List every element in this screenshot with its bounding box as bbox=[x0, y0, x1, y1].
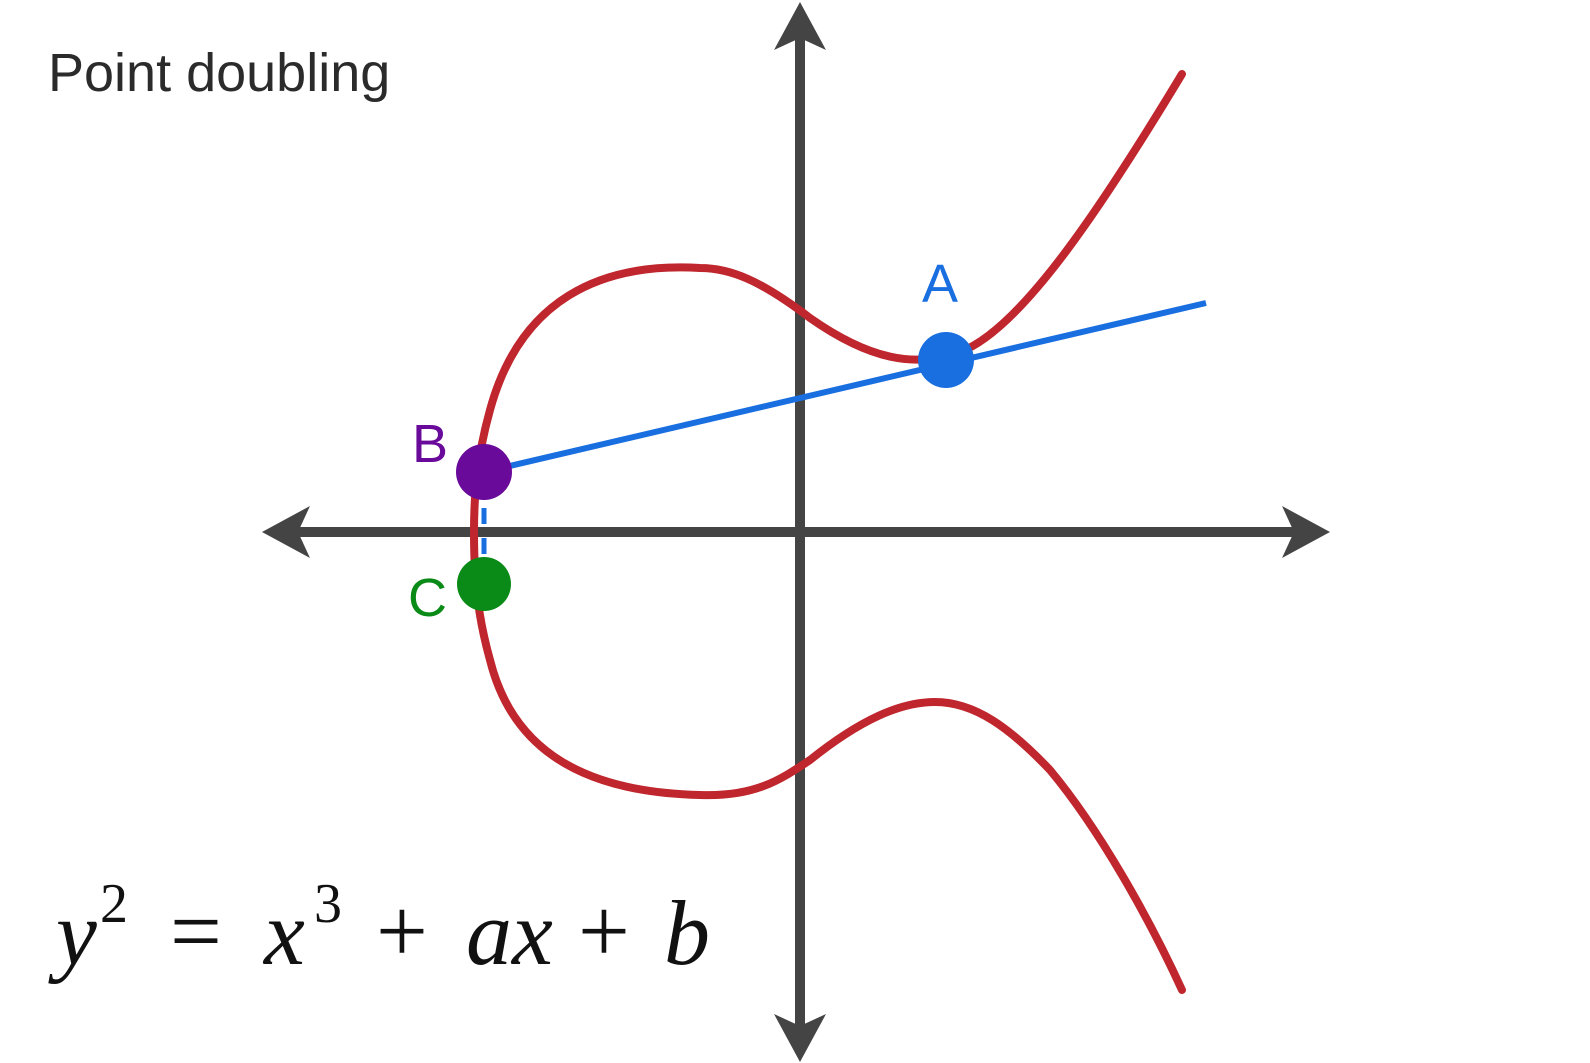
x-axis-right-arrow-icon bbox=[1282, 506, 1330, 558]
y-axis-bottom-arrow-icon bbox=[774, 1014, 826, 1062]
point-c-label: C bbox=[408, 568, 447, 628]
equation-term1-exponent: 3 bbox=[314, 873, 342, 935]
equation-lhs-exponent: 2 bbox=[100, 873, 128, 935]
point-c bbox=[457, 557, 511, 611]
diagram-title: Point doubling bbox=[48, 43, 391, 103]
equation-term1-base: x bbox=[262, 882, 305, 984]
equation-plus-2: + bbox=[578, 880, 630, 982]
point-a bbox=[918, 332, 974, 388]
equation-equals: = bbox=[170, 880, 222, 982]
y-axis-top-arrow-icon bbox=[774, 2, 826, 50]
tangent-line bbox=[483, 300, 1207, 475]
x-axis-left-arrow-icon bbox=[262, 506, 310, 558]
equation-plus-1: + bbox=[376, 880, 428, 982]
point-a-label: A bbox=[922, 254, 958, 314]
curve-equation: y 2 = x 3 + ax + b bbox=[48, 873, 710, 984]
equation-lhs-base: y bbox=[48, 882, 97, 984]
point-b bbox=[456, 444, 512, 500]
equation-term3: b bbox=[664, 882, 710, 984]
equation-term2: ax bbox=[466, 882, 553, 984]
point-b-label: B bbox=[412, 414, 448, 474]
